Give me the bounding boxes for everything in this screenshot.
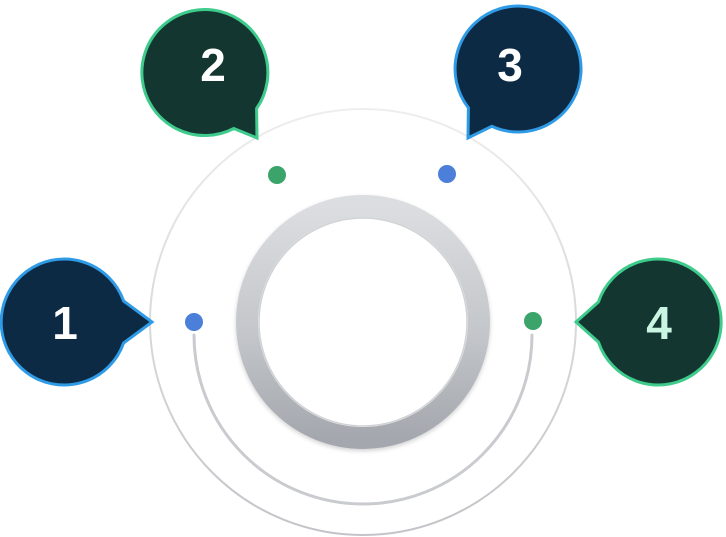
callout-2-number: 2 xyxy=(200,39,226,91)
callout-1: 1 xyxy=(0,257,155,387)
callout-4: 4 xyxy=(573,257,723,387)
inner-arc xyxy=(192,333,534,506)
callout-4-number: 4 xyxy=(646,297,672,349)
callout-1-number: 1 xyxy=(52,297,78,349)
dot-1 xyxy=(185,313,203,331)
dot-2 xyxy=(268,166,286,184)
dot-4 xyxy=(524,312,542,330)
center-ring-inner-edge xyxy=(258,217,468,427)
callout-2: 2 xyxy=(140,8,270,141)
dot-3 xyxy=(438,165,456,183)
center-ring xyxy=(236,195,490,449)
callout-3-number: 3 xyxy=(497,39,523,91)
callout-3: 3 xyxy=(453,4,583,141)
